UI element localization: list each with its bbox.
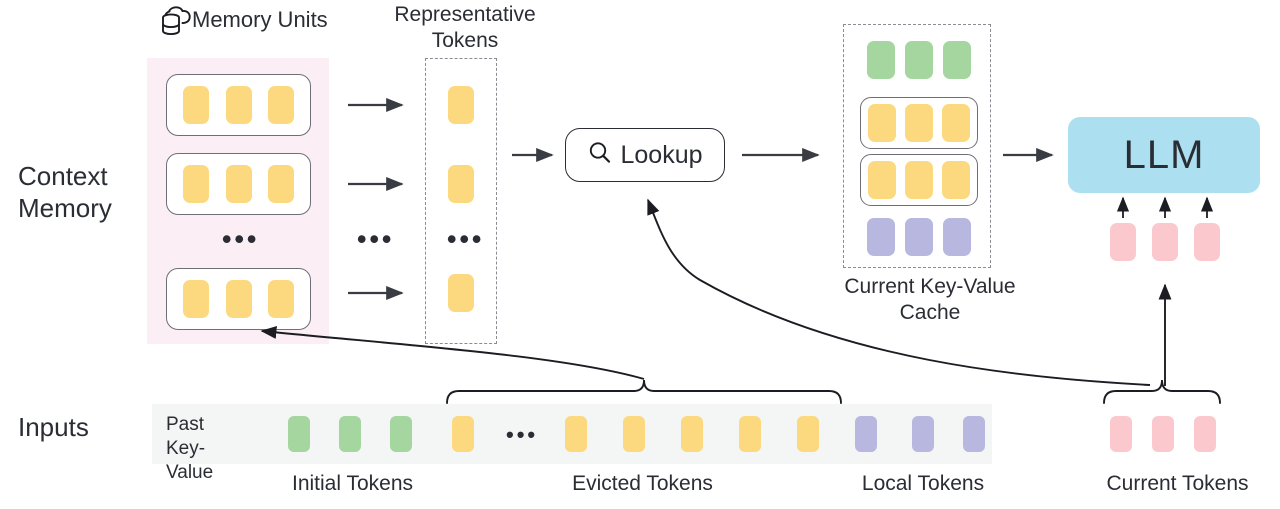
kv-token <box>867 218 895 256</box>
memory-token <box>225 280 252 318</box>
memory-token <box>267 165 294 203</box>
label-representative-tokens: Representative Tokens <box>380 2 550 53</box>
input-token-initial <box>339 416 361 452</box>
label-initial-tokens: Initial Tokens <box>291 472 414 495</box>
kv-cache-row-initial <box>867 41 971 79</box>
representative-line1: Representative <box>394 3 536 26</box>
llm-label: LLM <box>1123 132 1205 177</box>
representative-line2: Tokens <box>431 28 499 52</box>
input-token-local <box>912 416 934 452</box>
label-current-tokens: Current Tokens <box>1106 472 1249 495</box>
llm-input-token <box>1194 223 1220 261</box>
input-token-current <box>1152 416 1174 452</box>
lookup-button[interactable]: Lookup <box>565 128 725 182</box>
input-token-local <box>855 416 877 452</box>
brace-evicted-tokens <box>446 379 842 404</box>
kv-cache-row-local <box>867 218 971 256</box>
lookup-label: Lookup <box>620 140 703 169</box>
context-memory-line1: Context <box>18 161 108 191</box>
representative-token <box>448 165 474 203</box>
memory-token <box>183 165 210 203</box>
kv-token <box>868 104 896 142</box>
label-current-kv-cache: Current Key-Value Cache <box>820 274 1040 325</box>
input-token-evicted <box>452 416 474 452</box>
memory-token <box>225 165 252 203</box>
llm-input-token <box>1110 223 1136 261</box>
input-token-initial <box>390 416 412 452</box>
memory-unit[interactable] <box>166 74 311 136</box>
kv-token <box>942 104 970 142</box>
kv-token <box>943 41 971 79</box>
cloud-database-icon <box>158 4 192 49</box>
kv-token <box>905 104 933 142</box>
context-memory-line2: Memory <box>18 192 112 223</box>
kv-token <box>905 218 933 256</box>
search-icon <box>587 140 613 171</box>
brace-current-tokens <box>1103 379 1221 404</box>
input-token-evicted <box>623 416 645 452</box>
kv-token <box>943 218 971 256</box>
input-token-current <box>1194 416 1216 452</box>
past-kv-line2: Key-Value <box>166 437 214 483</box>
kv-token <box>942 161 970 199</box>
label-evicted-tokens: Evicted Tokens <box>572 472 713 495</box>
representative-tokens-ellipsis: ••• <box>447 224 485 254</box>
section-label-inputs: Inputs <box>18 412 89 442</box>
input-token-current <box>1110 416 1132 452</box>
kvcache-line1: Current Key-Value <box>844 275 1016 298</box>
kv-token <box>905 41 933 79</box>
past-kv-line1: Past <box>166 414 205 435</box>
evicted-tokens-ellipsis: ••• <box>506 422 539 447</box>
arrows-ellipsis: ••• <box>357 224 395 254</box>
input-token-evicted <box>797 416 819 452</box>
input-token-initial <box>288 416 310 452</box>
memory-token <box>225 86 252 124</box>
kvcache-line2: Cache <box>899 300 961 324</box>
label-memory-units: Memory Units <box>192 7 328 32</box>
representative-token <box>448 274 474 312</box>
input-token-evicted <box>681 416 703 452</box>
memory-token <box>183 86 210 124</box>
representative-token <box>448 86 474 124</box>
input-token-local <box>963 416 985 452</box>
llm-box[interactable]: LLM <box>1068 117 1260 193</box>
llm-input-token <box>1152 223 1178 261</box>
memory-token <box>267 280 294 318</box>
memory-unit[interactable] <box>166 268 311 330</box>
memory-token <box>267 86 294 124</box>
label-local-tokens: Local Tokens <box>861 472 985 495</box>
memory-token <box>183 280 210 318</box>
kv-cache-row-retrieved-unit <box>860 97 978 149</box>
kv-token <box>868 161 896 199</box>
kv-token <box>867 41 895 79</box>
label-past-key-value: Past Key-Value <box>166 413 246 484</box>
input-token-evicted <box>739 416 761 452</box>
memory-units-ellipsis: ••• <box>222 224 260 254</box>
input-token-evicted <box>565 416 587 452</box>
kv-cache-row-retrieved-unit <box>860 154 978 206</box>
memory-unit[interactable] <box>166 153 311 215</box>
kv-token <box>905 161 933 199</box>
